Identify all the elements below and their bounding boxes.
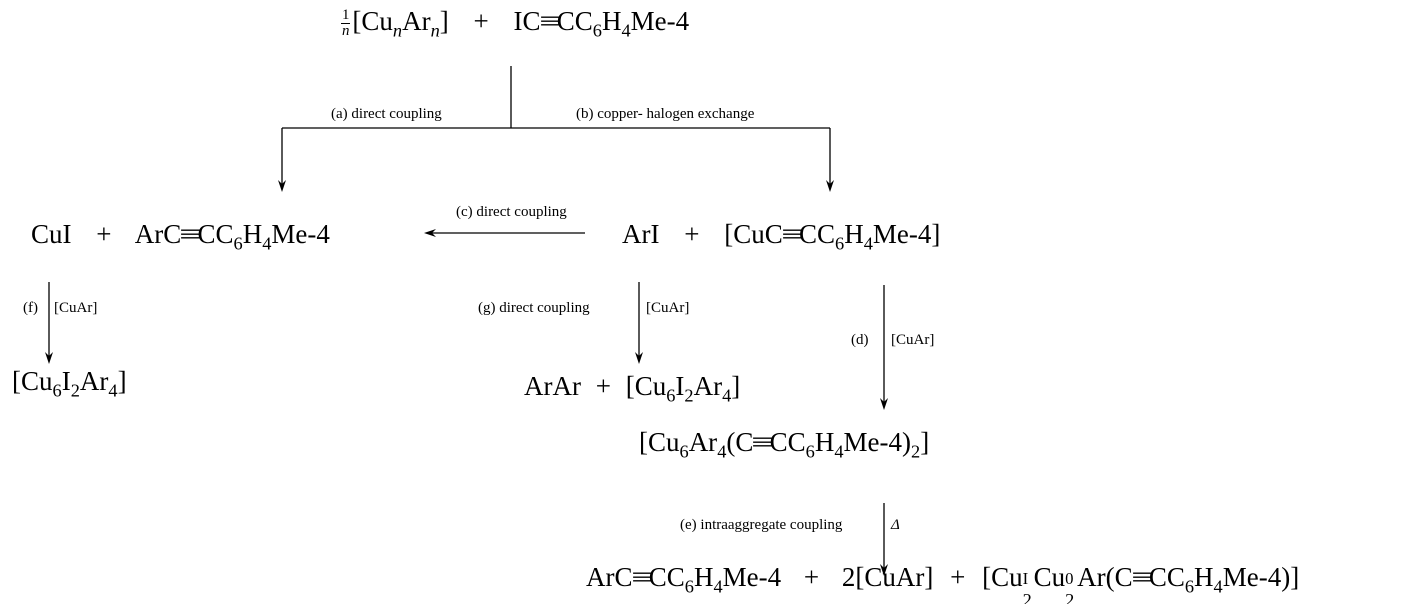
product-g: ArAr + [Cu6I2Ar4] — [524, 371, 741, 406]
arrowhead-b — [826, 180, 834, 192]
label-a: (a) direct coupling — [331, 106, 442, 122]
label-b: (b) copper- halogen exchange — [576, 106, 755, 122]
label-f-reagent: [CuAr] — [54, 300, 98, 316]
label-g-reagent: [CuAr] — [646, 300, 690, 316]
arrowhead-c — [424, 229, 436, 237]
label-c: (c) direct coupling — [456, 204, 567, 220]
row2-left-products: CuI + ArC≡CC6H4Me-4 — [31, 219, 330, 254]
row2-right-products: ArI + [CuC≡CC6H4Me-4] — [622, 219, 941, 254]
label-e: (e) intraaggregate coupling — [680, 517, 843, 533]
arrowhead-g — [635, 352, 643, 364]
arrowhead-e — [880, 564, 888, 576]
arrowhead-f — [45, 352, 53, 364]
label-e-reagent: Δ — [891, 517, 900, 533]
product-f: [Cu6I2Ar4] — [12, 366, 127, 401]
arrowhead-d — [880, 398, 888, 410]
label-d: (d) — [851, 332, 869, 348]
product-d: [Cu6Ar4(C≡CC6H4Me-4)2] — [639, 427, 930, 462]
label-d-reagent: [CuAr] — [891, 332, 935, 348]
label-f: (f) — [23, 300, 38, 316]
arrowhead-a — [278, 180, 286, 192]
label-g: (g) direct coupling — [478, 300, 590, 316]
